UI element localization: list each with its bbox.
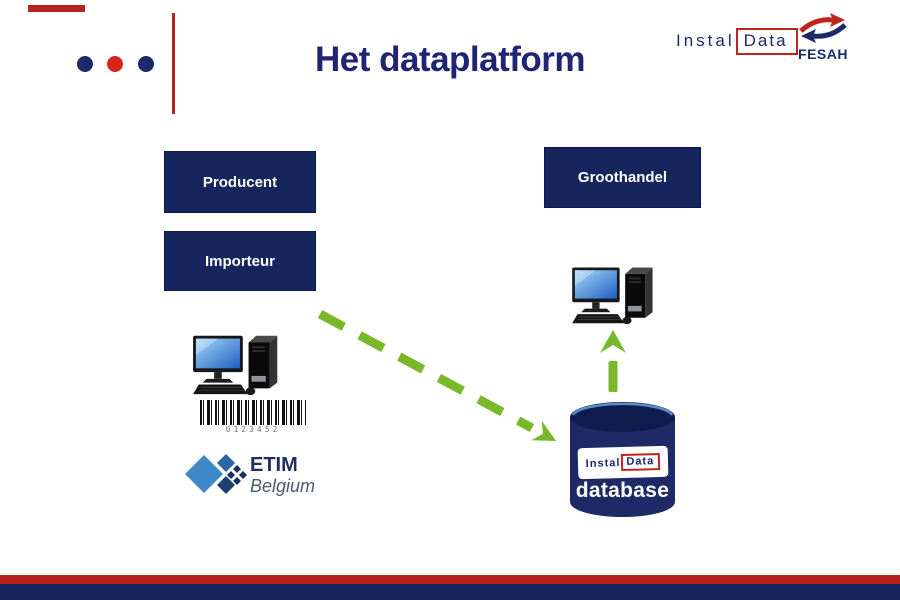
etim-belgium-logo: ETIM Belgium (184, 446, 334, 508)
fesah-arrows-icon (799, 13, 847, 43)
barcode-digits: 0123452 (225, 425, 281, 434)
etim-diamond-icon (185, 454, 247, 494)
dot-red (107, 56, 123, 72)
importeur-box: Importeur (165, 232, 315, 290)
etim-name: ETIM (250, 454, 298, 476)
installdata-prefix-text: Instal (676, 31, 735, 50)
page-title: Het dataplatform (314, 40, 586, 79)
importeur-label: Importeur (204, 252, 275, 270)
green-dashed-arrow-line (317, 310, 535, 432)
producent-box: Producent (165, 152, 315, 212)
dot-navy-2 (138, 56, 154, 72)
desktop-computer-icon-wholesaler (572, 262, 660, 326)
installdata-logo: Instal Data (676, 26, 798, 56)
green-up-arrow (600, 330, 626, 392)
top-left-red-dash (28, 5, 85, 12)
database-cylinder: Instal Data database (570, 402, 675, 520)
producent-label: Producent (202, 173, 278, 191)
dot-navy-1 (77, 56, 93, 72)
etim-region: Belgium (250, 476, 316, 496)
database-logo-boxed: Data (621, 453, 661, 472)
barcode-bars (200, 400, 306, 425)
fesah-logo: FESAH (794, 11, 852, 62)
green-arrowhead (531, 420, 556, 441)
database-logo-prefix: Instal (585, 456, 621, 470)
bottom-red-bar (0, 575, 900, 584)
database-installdata-logo: Instal Data (577, 445, 669, 480)
desktop-computer-icon-supplier (193, 330, 285, 397)
installdata-boxed-text: Data (735, 27, 798, 55)
red-vertical-divider (172, 13, 175, 114)
barcode-icon: 0123452 (200, 400, 306, 436)
groothandel-box: Groothandel (545, 148, 700, 207)
groothandel-label: Groothandel (577, 169, 668, 186)
database-label: database (575, 479, 670, 502)
fesah-label: FESAH (798, 46, 848, 62)
bottom-navy-bar (0, 584, 900, 600)
